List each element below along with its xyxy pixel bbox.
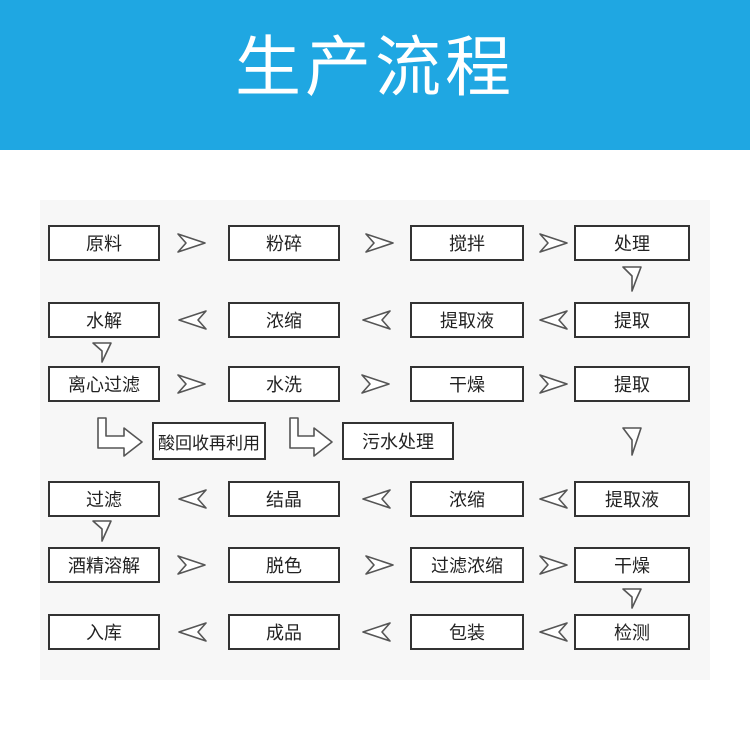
arrow-left-icon [362, 622, 391, 642]
step-finished-product: 成品 [228, 614, 340, 650]
arrow-right-icon [539, 555, 568, 575]
step-alcohol-dissolution: 酒精溶解 [48, 547, 160, 583]
step-extract-liquid: 提取液 [410, 302, 524, 338]
arrow-left-icon [178, 489, 207, 509]
arrow-left-icon [539, 489, 568, 509]
step-concentration-2: 浓缩 [410, 481, 524, 517]
arrow-down-icon [92, 342, 112, 363]
step-drying: 干燥 [410, 366, 524, 402]
title-banner: 生产流程 [0, 0, 750, 150]
arrow-left-icon [178, 622, 207, 642]
arrow-left-icon [178, 310, 207, 330]
step-extraction: 提取 [574, 302, 690, 338]
step-raw-material: 原料 [48, 225, 160, 261]
step-crushing: 粉碎 [228, 225, 340, 261]
page-title: 生产流程 [235, 29, 515, 106]
bent-arrow-icon [289, 417, 333, 457]
arrow-down-icon [622, 266, 642, 292]
arrow-left-icon [539, 310, 568, 330]
step-treatment: 处理 [574, 225, 690, 261]
step-warehousing: 入库 [48, 614, 160, 650]
step-stirring: 搅拌 [410, 225, 524, 261]
arrow-right-icon [365, 555, 394, 575]
arrow-right-icon [177, 555, 206, 575]
arrow-right-icon [365, 233, 394, 253]
step-wastewater-treatment: 污水处理 [342, 422, 454, 460]
step-extract-liquid-2: 提取液 [574, 481, 690, 517]
step-packaging: 包装 [410, 614, 524, 650]
step-drying-2: 干燥 [574, 547, 690, 583]
step-decolorization: 脱色 [228, 547, 340, 583]
step-extraction-2: 提取 [574, 366, 690, 402]
step-inspection: 检测 [574, 614, 690, 650]
arrow-down-icon [92, 520, 112, 542]
arrow-right-icon [177, 233, 206, 253]
arrow-right-icon [177, 374, 206, 394]
step-crystallization: 结晶 [228, 481, 340, 517]
arrow-left-icon [539, 622, 568, 642]
arrow-down-icon [622, 588, 642, 609]
step-centrifugal-filtration: 离心过滤 [48, 366, 160, 402]
arrow-right-icon [539, 233, 568, 253]
step-filtration: 过滤 [48, 481, 160, 517]
arrow-down-icon [622, 427, 642, 456]
arrow-right-icon [361, 374, 390, 394]
step-filter-concentrate: 过滤浓缩 [410, 547, 524, 583]
step-hydrolysis: 水解 [48, 302, 160, 338]
arrow-right-icon [539, 374, 568, 394]
step-water-washing: 水洗 [228, 366, 340, 402]
arrow-left-icon [362, 310, 391, 330]
step-acid-recycling: 酸回收再利用 [152, 422, 266, 460]
bent-arrow-icon [97, 417, 143, 457]
arrow-left-icon [362, 489, 391, 509]
step-concentration: 浓缩 [228, 302, 340, 338]
